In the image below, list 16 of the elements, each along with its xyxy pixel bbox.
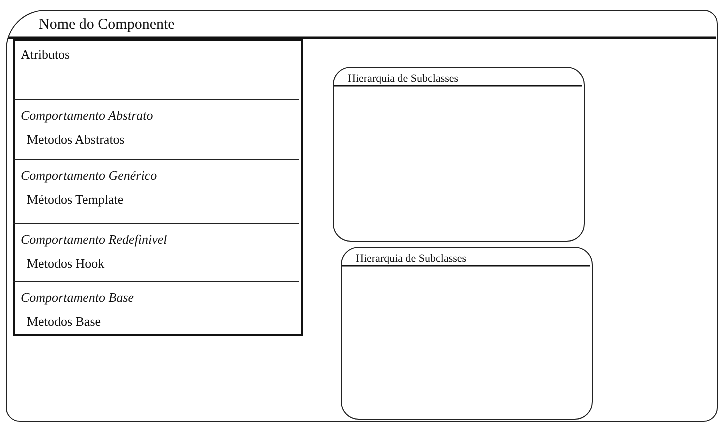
section-text: Metodos Abstratos xyxy=(27,132,125,148)
section-text: Metodos Hook xyxy=(27,256,105,272)
subclass-box xyxy=(333,67,585,242)
component-box xyxy=(6,10,718,422)
subclass-box xyxy=(341,247,593,420)
component-title: Nome do Componente xyxy=(39,17,175,34)
section-heading: Comportamento Base xyxy=(21,290,134,306)
section-heading: Comportamento Abstrato xyxy=(21,108,154,124)
section-heading: Comportamento Genérico xyxy=(21,168,158,184)
section-column xyxy=(13,39,303,336)
section-text: Métodos Template xyxy=(27,192,124,208)
section-heading: Comportamento Redefinivel xyxy=(21,232,168,248)
box-heading: Hierarquia de Subclasses xyxy=(356,253,467,265)
section-text: Metodos Base xyxy=(27,314,102,330)
section-text: Atributos xyxy=(21,47,70,63)
box-heading: Hierarquia de Subclasses xyxy=(348,73,459,85)
